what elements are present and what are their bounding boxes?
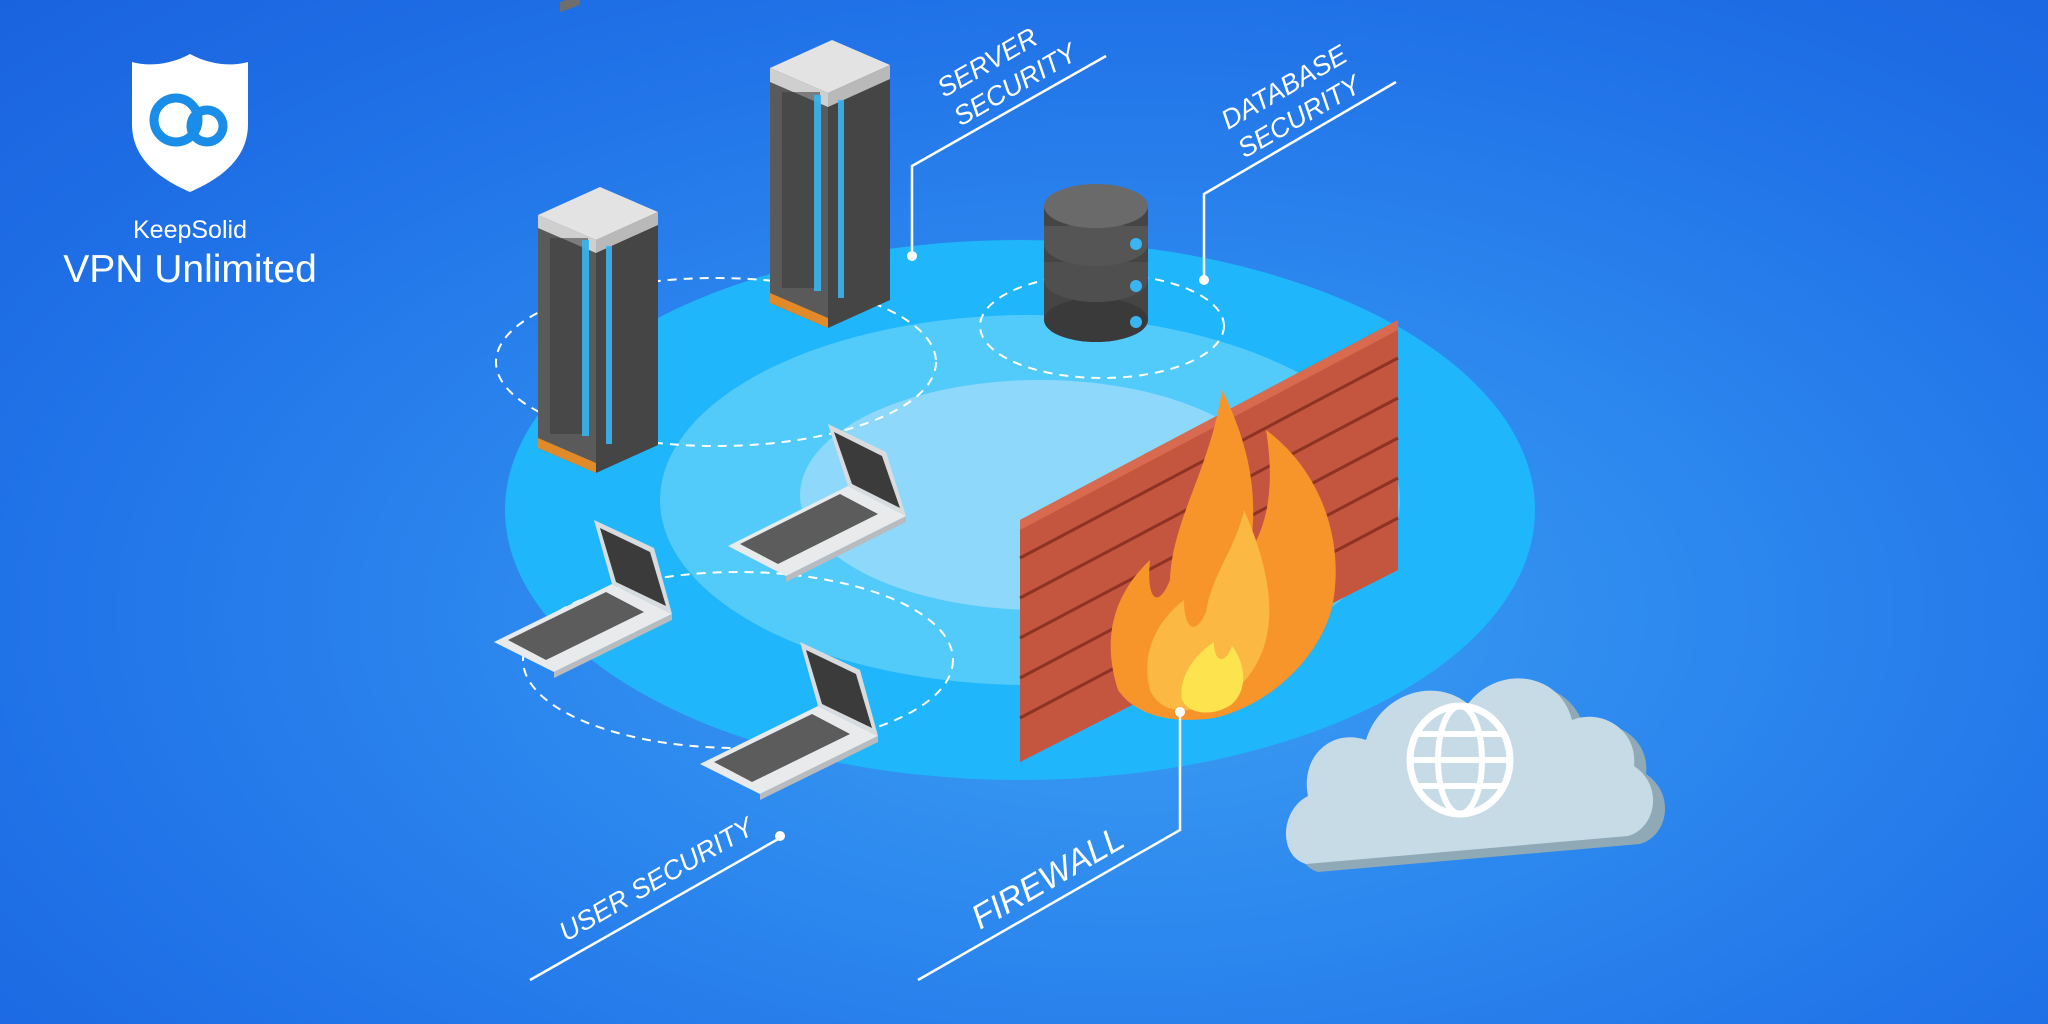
firewall-callout — [917, 712, 1182, 982]
server-rack-icon — [770, 40, 890, 328]
database-icon — [1044, 184, 1148, 342]
brand-product-name: VPN Unlimited — [63, 248, 317, 291]
brand-company-name: KeepSolid — [133, 216, 247, 244]
firewall-dot — [1175, 707, 1185, 717]
server-security-label: SERVER SECURITY — [932, 22, 1083, 132]
laptop-icon — [700, 642, 878, 800]
server-rack-icon — [538, 0, 658, 473]
database-ring — [979, 273, 1225, 379]
database-security-callout — [1202, 80, 1397, 280]
user-security-dot — [775, 831, 785, 841]
server-security-dot — [907, 251, 917, 261]
database-security-dot — [1199, 275, 1209, 285]
globe-icon — [1406, 702, 1514, 818]
flame-icon — [1110, 390, 1336, 720]
user-security-callout — [529, 836, 782, 982]
firewall-label: FIREWALL — [965, 819, 1131, 937]
database-security-label: DATABASE SECURITY — [1216, 39, 1367, 164]
server-ring — [495, 277, 937, 447]
infinity-shield-icon — [132, 54, 248, 192]
brand-logo: KeepSolid VPN Unlimited — [40, 48, 340, 308]
laptop-icon — [728, 424, 906, 582]
laptop-icon — [494, 520, 672, 678]
user-security-label: USER SECURITY — [554, 811, 760, 947]
server-security-callout — [910, 54, 1107, 256]
